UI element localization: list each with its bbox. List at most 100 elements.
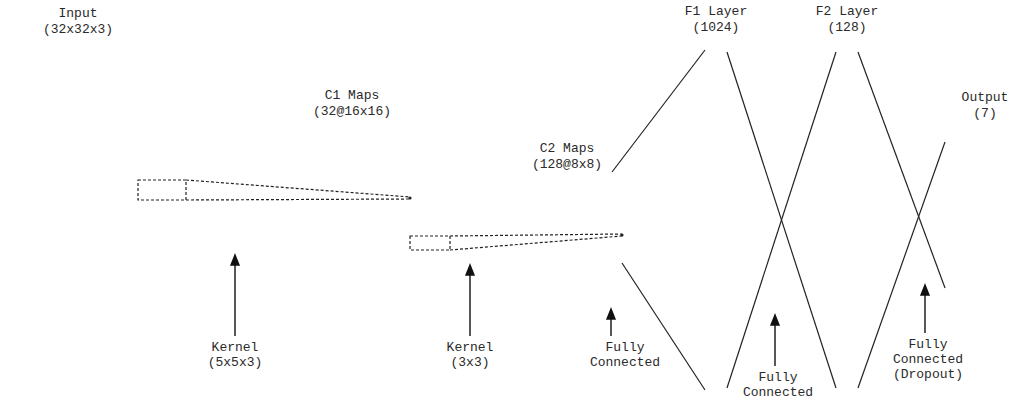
neuron (837, 320, 857, 330)
neuron-column (705, 48, 727, 392)
neuron (706, 158, 726, 168)
neuron (946, 188, 966, 198)
pointer-head (771, 315, 779, 325)
neuron (706, 103, 726, 113)
neuron (706, 342, 726, 352)
neuron (837, 76, 857, 86)
neuron (837, 109, 857, 119)
neuron (837, 59, 857, 69)
neuron (706, 142, 726, 152)
layer-size: (128@8x8) (532, 157, 602, 172)
neuron (837, 282, 857, 292)
neuron (837, 315, 857, 325)
neuron (706, 375, 726, 385)
neuron (837, 153, 857, 163)
neuron (706, 265, 726, 275)
neuron (706, 359, 726, 369)
neuron (946, 243, 966, 253)
neuron (706, 48, 726, 58)
neuron (706, 164, 726, 174)
neuron (837, 309, 857, 319)
neuron (837, 293, 857, 303)
neuron (837, 98, 857, 108)
connector-line (186, 180, 410, 197)
neuron (837, 87, 857, 97)
neuron (706, 381, 726, 391)
neuron (706, 348, 726, 358)
neuron (837, 114, 857, 124)
ellipsis-dot (845, 223, 848, 226)
layer-title: Output (962, 90, 1009, 105)
neuron (706, 180, 726, 190)
layer-size: (128) (827, 20, 866, 35)
neuron (706, 287, 726, 297)
layer-node: Input(32x32x3) (8, 100, 208, 300)
neuron (706, 109, 726, 119)
ellipsis-dot (845, 213, 848, 216)
photo-background (8, 100, 208, 300)
neuron (706, 136, 726, 146)
layer-connection (138, 180, 412, 200)
layer-connection (727, 52, 836, 388)
neuron (946, 221, 966, 231)
neuron (706, 81, 726, 91)
feature-map (277, 134, 412, 246)
layer-node: C1 Maps(32@16x16) (277, 134, 428, 260)
layer-connection (410, 233, 624, 250)
neuron (837, 48, 857, 58)
neuron (946, 160, 966, 170)
neuron (706, 120, 726, 130)
neuron (837, 359, 857, 369)
neuron (706, 353, 726, 363)
layer-node: Output(7) (945, 138, 967, 292)
neuron (837, 180, 857, 190)
layer-connection (612, 50, 705, 390)
neuron (706, 169, 726, 179)
neuron (706, 271, 726, 281)
neuron (837, 348, 857, 358)
neuron (946, 248, 966, 258)
neuron (837, 260, 857, 270)
neuron (837, 147, 857, 157)
neuron (706, 243, 726, 253)
neuron (706, 260, 726, 270)
layer-size: (32@16x16) (313, 104, 391, 119)
neuron (706, 249, 726, 259)
blue-sign (80, 294, 136, 350)
neuron (837, 298, 857, 308)
pointer-head (921, 285, 929, 295)
neuron (837, 175, 857, 185)
layer-node: F2 Layer(128) (836, 48, 858, 392)
neuron (837, 265, 857, 275)
neuron (837, 169, 857, 179)
pole-sign (128, 218, 192, 282)
neuron (837, 254, 857, 264)
neuron (706, 59, 726, 69)
neuron (837, 70, 857, 80)
neuron (946, 254, 966, 264)
neuron (946, 144, 966, 154)
neuron (946, 204, 966, 214)
neuron (837, 331, 857, 341)
annotation-label: Fully Connected (Dropout) (893, 337, 963, 382)
neuron (837, 342, 857, 352)
neuron (946, 177, 966, 187)
neuron (837, 81, 857, 91)
neuron (946, 171, 966, 181)
neuron (946, 138, 966, 148)
neuron (706, 125, 726, 135)
neuron (946, 215, 966, 225)
neuron (946, 199, 966, 209)
annotation-label: Fully Connected (590, 340, 660, 370)
neuron (706, 326, 726, 336)
neuron (837, 370, 857, 380)
pointer-head (231, 255, 239, 265)
feature-map (517, 172, 612, 255)
neuron (706, 76, 726, 86)
feature-map (293, 148, 428, 260)
neuron (946, 193, 966, 203)
layer-title: C2 Maps (540, 141, 595, 156)
neuron (706, 87, 726, 97)
